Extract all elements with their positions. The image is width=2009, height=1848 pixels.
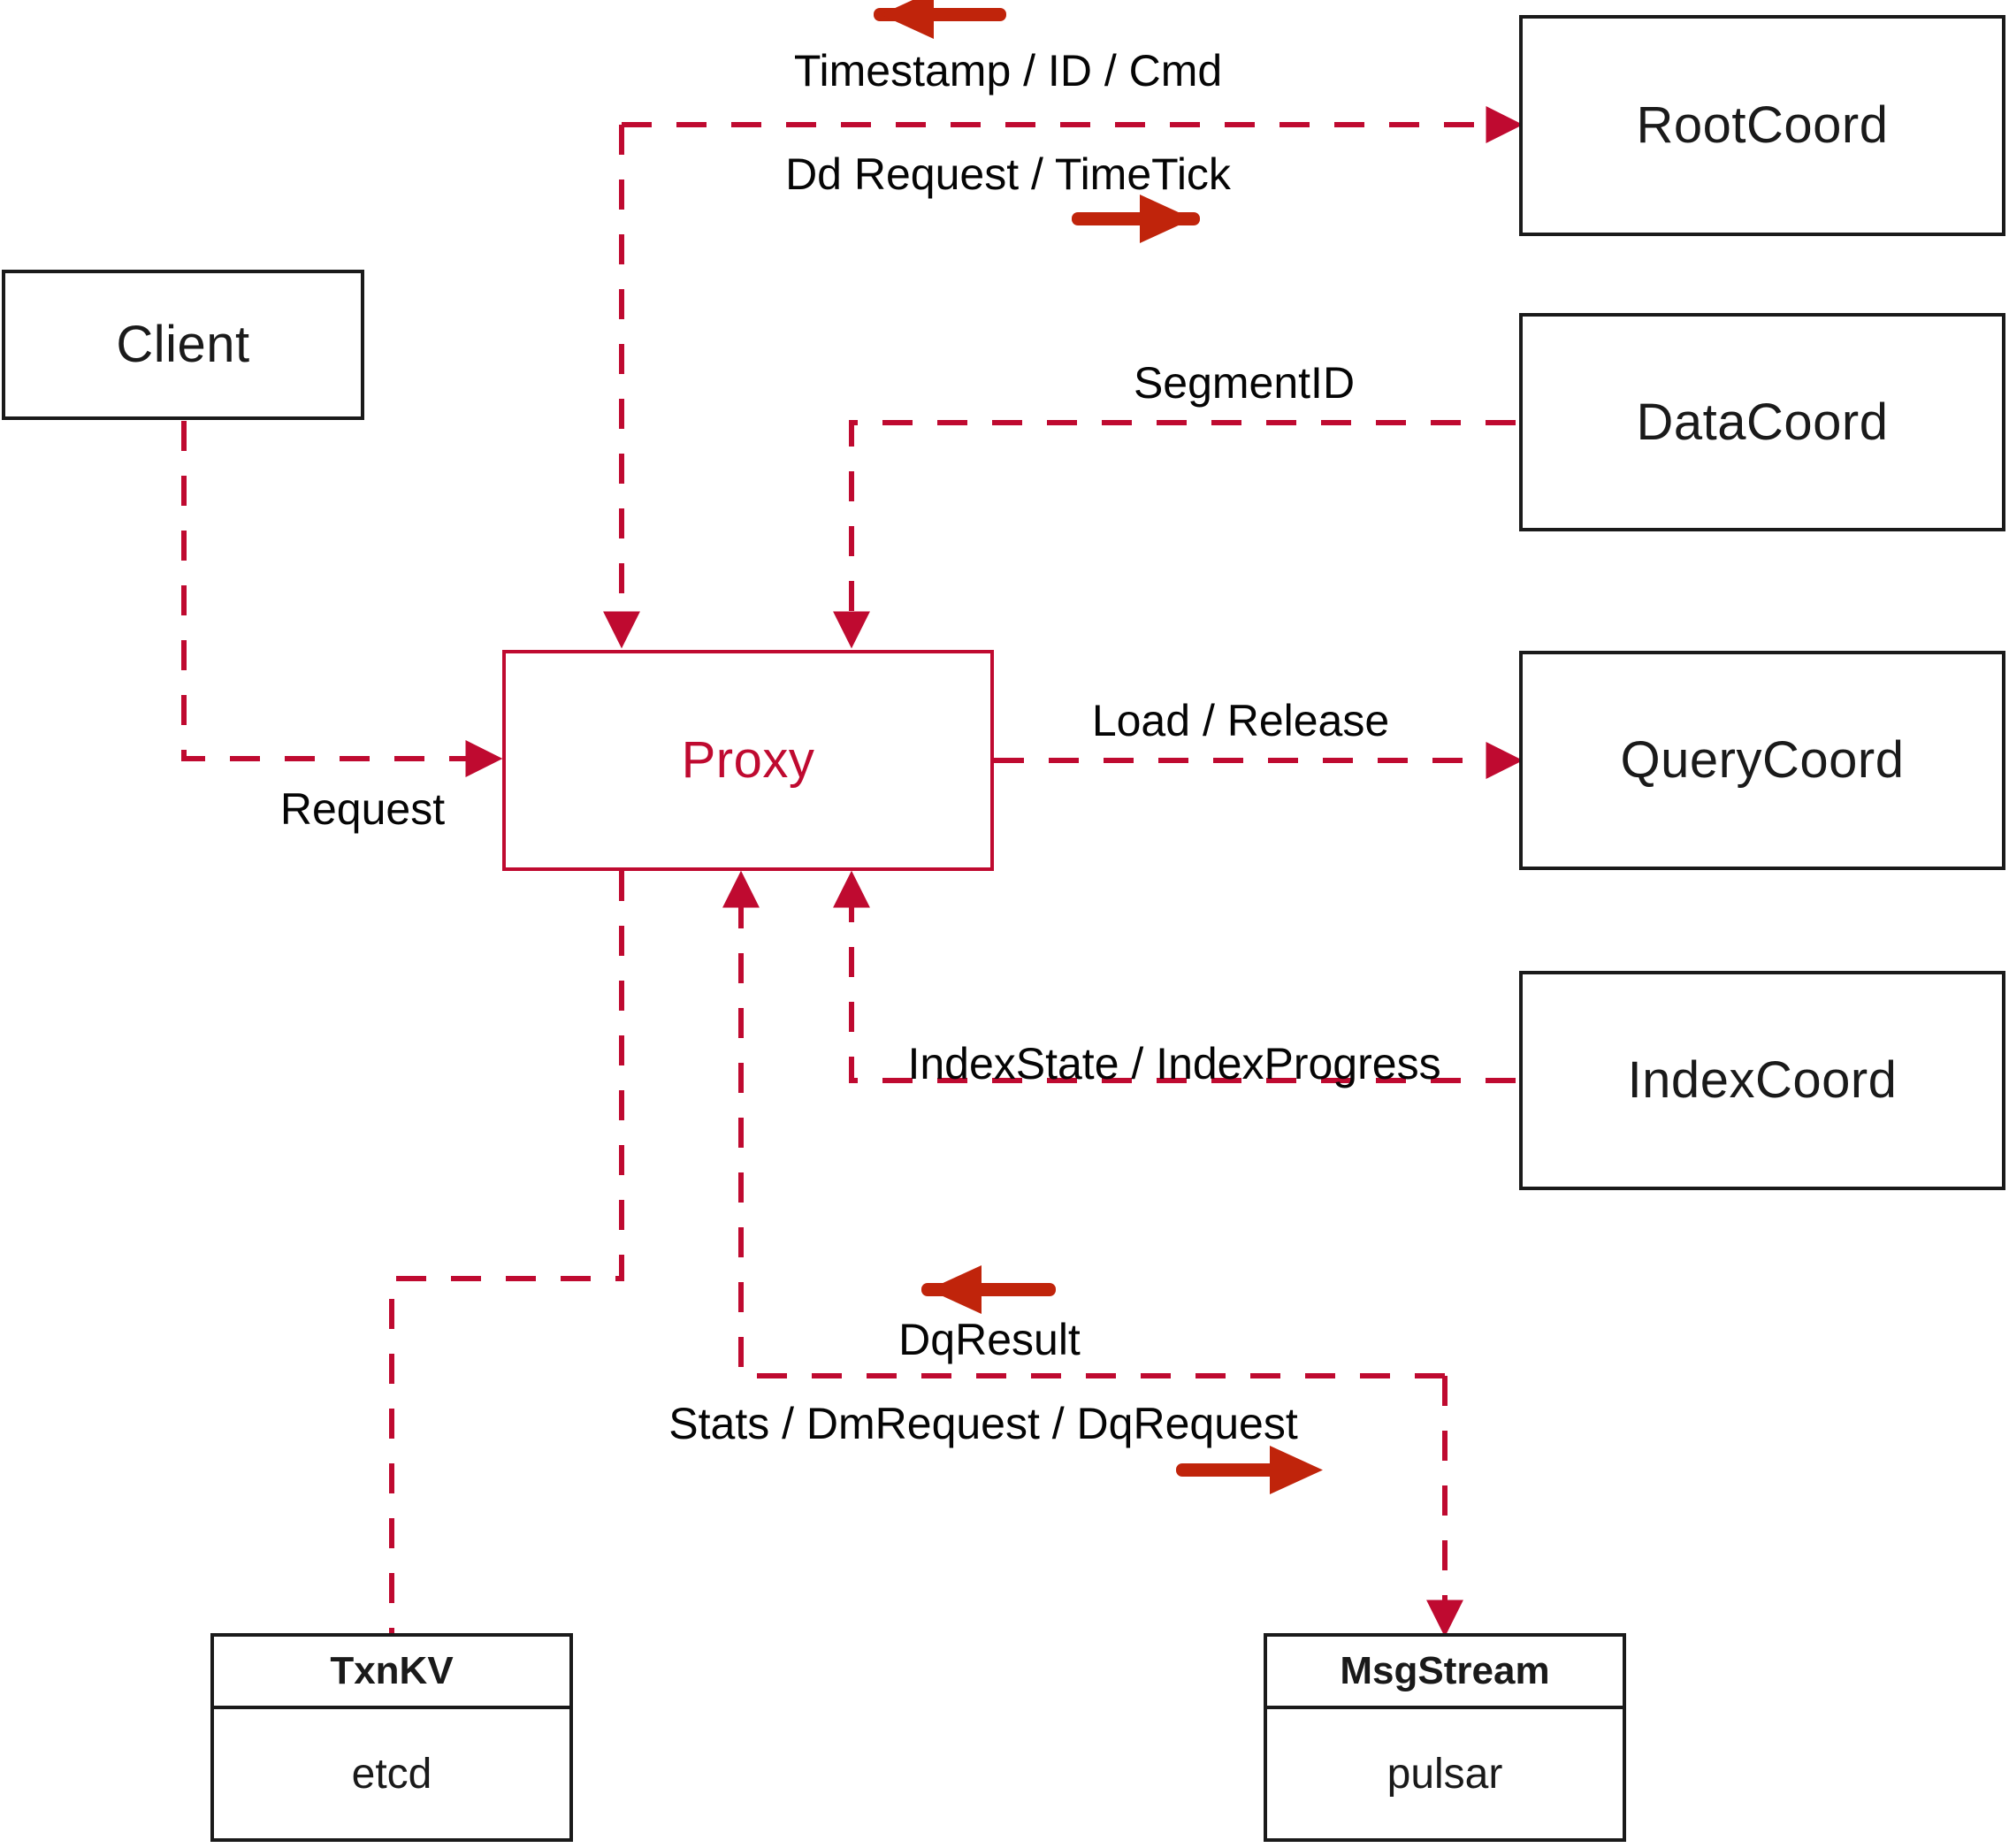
node-client[interactable]: Client	[2, 270, 364, 420]
node-msgstream-body: pulsar	[1267, 1709, 1623, 1838]
edge-msgstream-to-proxy	[722, 870, 1445, 1378]
node-rootcoord-label: RootCoord	[1636, 96, 1889, 154]
node-client-label: Client	[116, 316, 250, 373]
node-msgstream[interactable]: MsgStream pulsar	[1264, 1633, 1626, 1842]
dqresult-direction-arrow	[921, 1265, 1056, 1314]
edge-proxy-to-txnkv	[389, 871, 624, 1633]
edge-label-timestamp-id-cmd: Timestamp / ID / Cmd	[793, 46, 1223, 95]
node-msgstream-header: MsgStream	[1267, 1637, 1623, 1709]
stats-direction-arrow	[1176, 1446, 1323, 1494]
node-txnkv[interactable]: TxnKV etcd	[210, 1633, 573, 1842]
node-querycoord-label: QueryCoord	[1620, 731, 1905, 789]
node-msgstream-body-label: pulsar	[1386, 1750, 1503, 1798]
node-proxy[interactable]: Proxy	[502, 650, 994, 871]
edge-label-stats-dmrequest-dqrequest: Stats / DmRequest / DqRequest	[668, 1399, 1298, 1448]
node-datacoord-label: DataCoord	[1636, 393, 1889, 451]
node-datacoord[interactable]: DataCoord	[1519, 313, 2005, 531]
edge-label-segmentid: SegmentID	[1133, 358, 1356, 408]
edge-label-load-release: Load / Release	[1091, 696, 1390, 745]
edge-datacoord-to-proxy	[833, 420, 1516, 649]
node-txnkv-header: TxnKV	[214, 1637, 569, 1709]
node-indexcoord[interactable]: IndexCoord	[1519, 971, 2005, 1190]
node-querycoord[interactable]: QueryCoord	[1519, 651, 2005, 870]
node-rootcoord[interactable]: RootCoord	[1519, 15, 2005, 236]
node-txnkv-header-label: TxnKV	[330, 1649, 454, 1692]
edge-label-dqresult: DqResult	[898, 1315, 1081, 1364]
node-msgstream-header-label: MsgStream	[1340, 1649, 1550, 1692]
edge-label-request: Request	[279, 784, 446, 834]
ddrequest-direction-arrow	[1072, 195, 1200, 243]
node-proxy-label: Proxy	[681, 731, 815, 789]
node-txnkv-body-label: etcd	[351, 1750, 432, 1798]
node-txnkv-body: etcd	[214, 1709, 569, 1838]
timestamp-direction-arrow	[874, 0, 1006, 39]
node-indexcoord-label: IndexCoord	[1627, 1051, 1898, 1109]
edge-label-dd-request-timetick: Dd Request / TimeTick	[785, 149, 1231, 199]
edge-label-indexstate-indexprogress: IndexState / IndexProgress	[907, 1039, 1441, 1088]
edge-client-to-proxy	[181, 421, 503, 777]
